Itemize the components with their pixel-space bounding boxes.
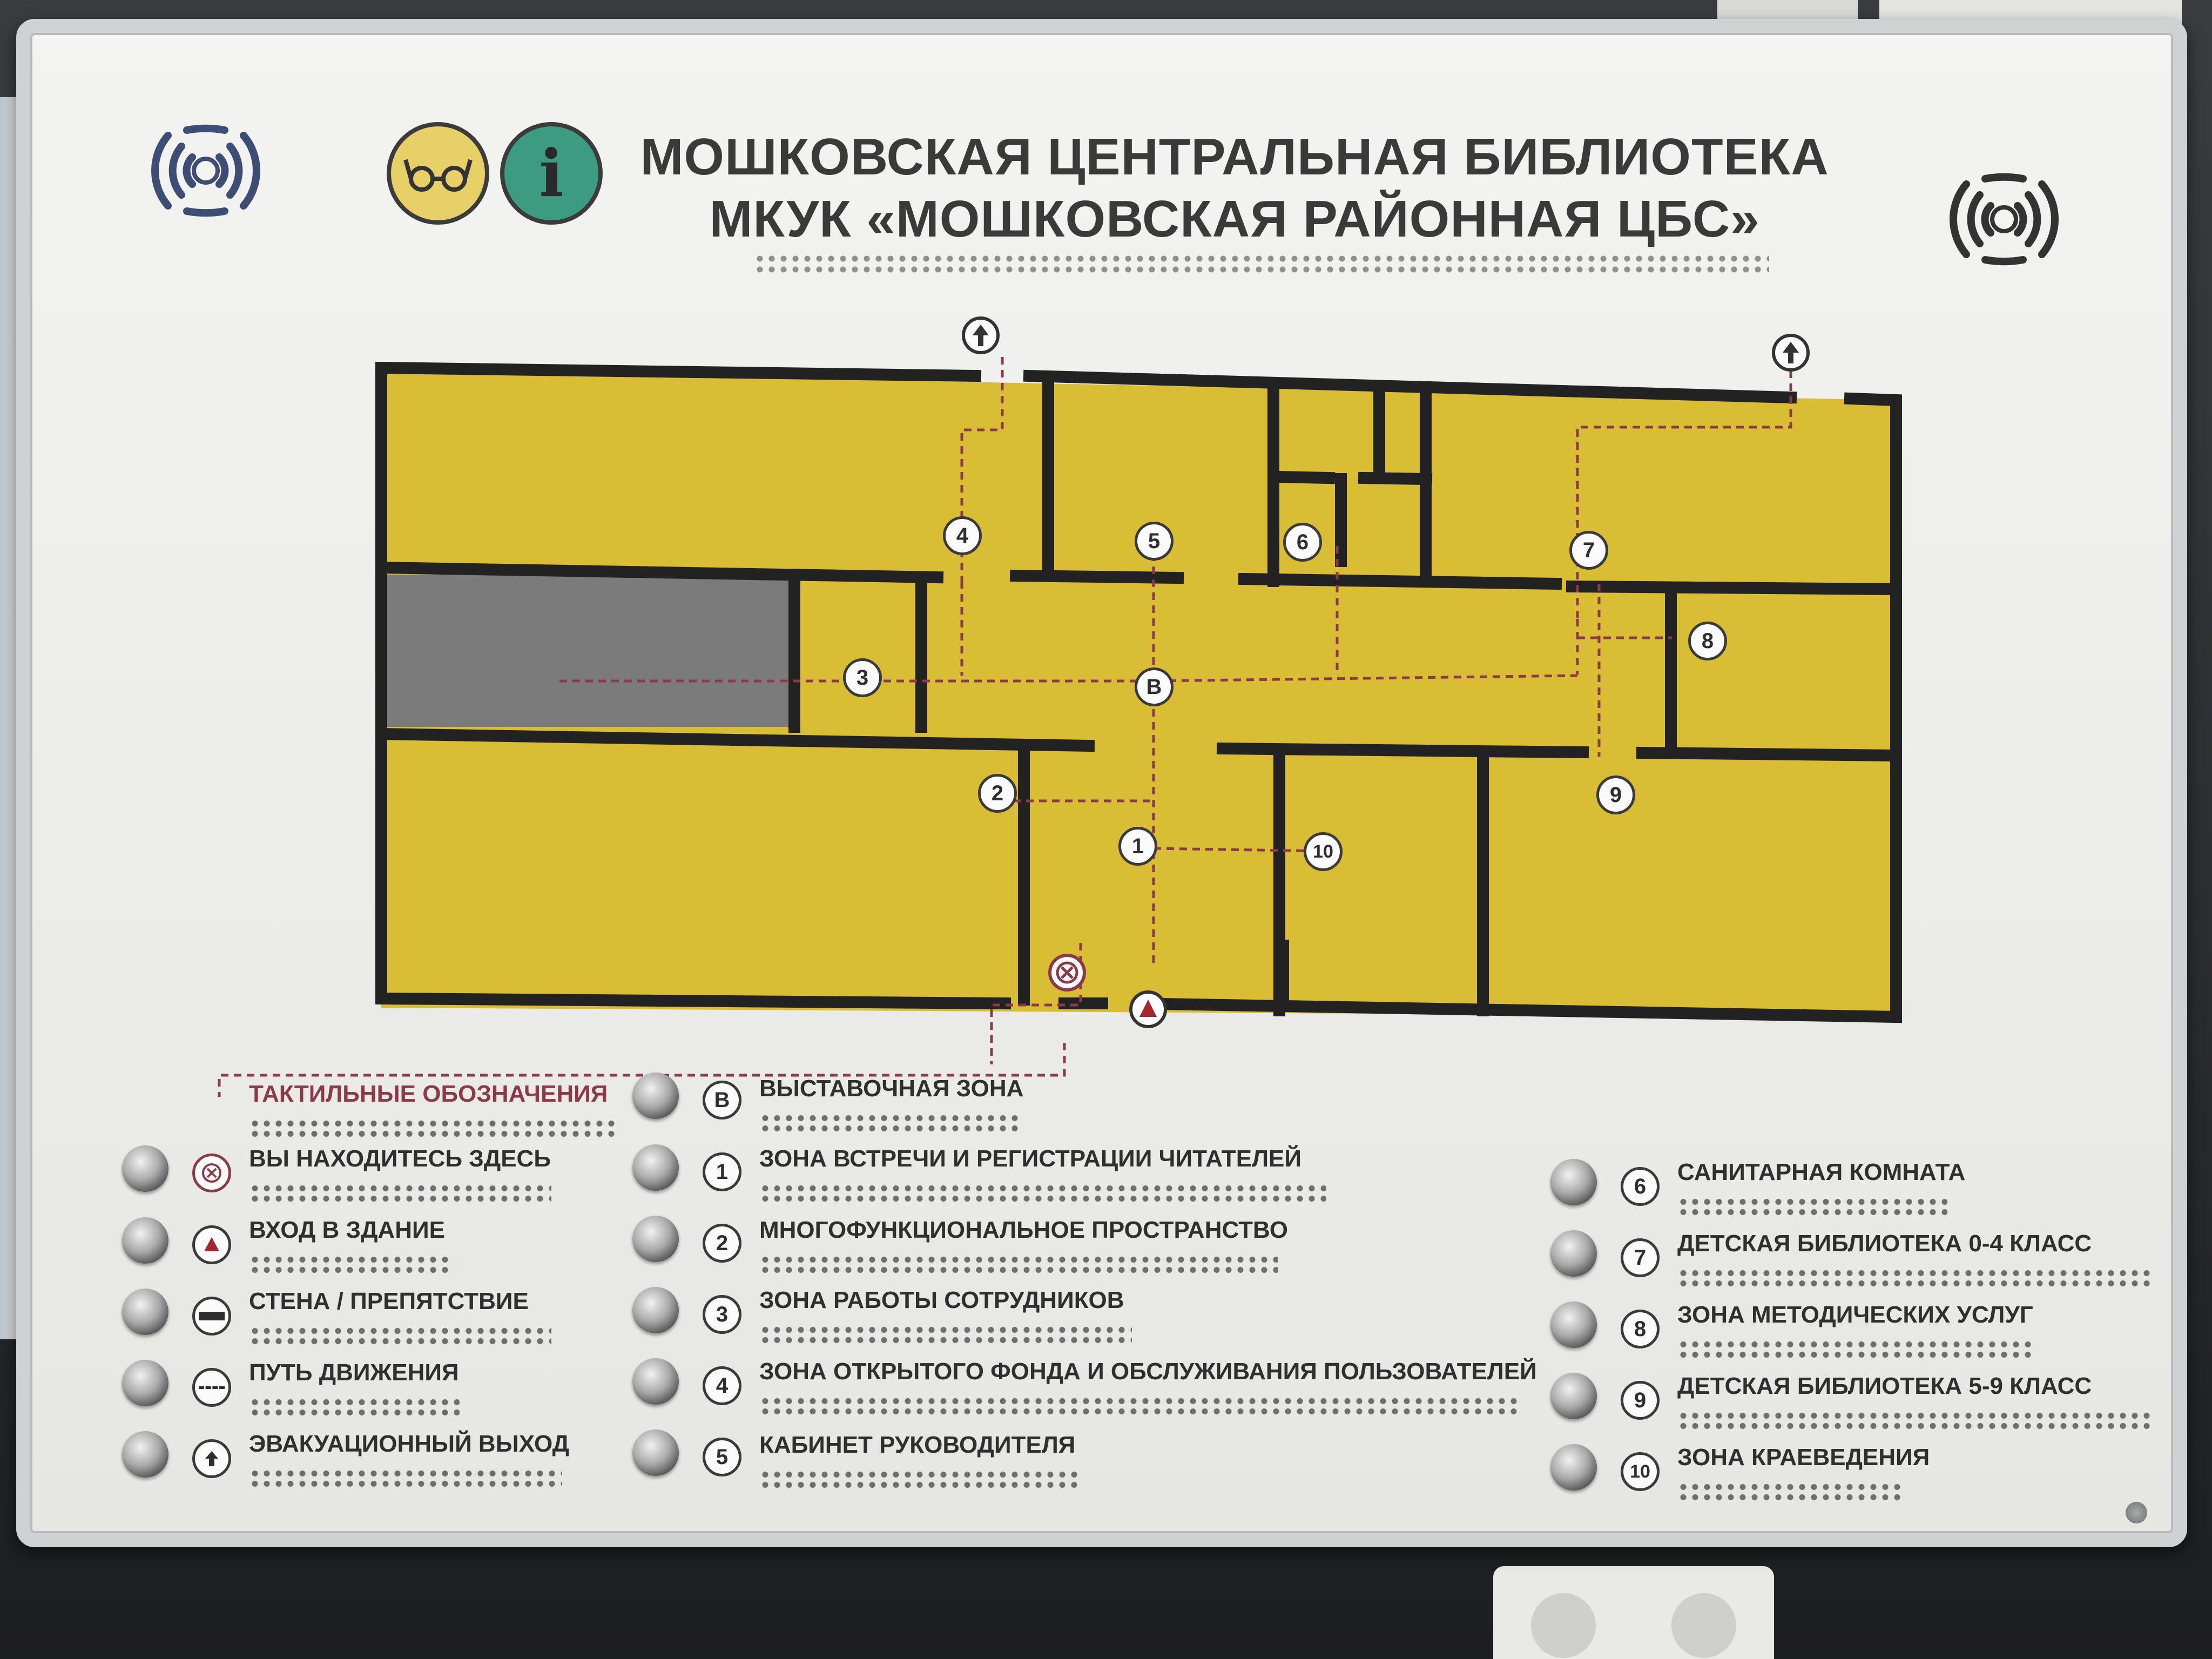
audio-button[interactable] — [632, 1358, 679, 1405]
zone-number: В — [703, 1081, 741, 1120]
legend-label: ЭВАКУАЦИОННЫЙ ВЫХОД — [249, 1431, 569, 1457]
wall-icon — [192, 1297, 231, 1336]
entrance-icon — [1129, 990, 1167, 1028]
you-are-here-icon — [192, 1154, 231, 1192]
braille-text — [1677, 1482, 1904, 1502]
sign-title-line1: МОШКОВСКАЯ ЦЕНТРАЛЬНАЯ БИБЛИОТЕКА — [640, 128, 1829, 186]
braille-text — [759, 1255, 1278, 1275]
audio-button[interactable] — [122, 1217, 168, 1264]
audio-button[interactable] — [122, 1431, 168, 1478]
mounting-bolt — [2126, 1502, 2147, 1523]
audio-button[interactable] — [122, 1360, 168, 1406]
map-marker: 3 — [843, 658, 882, 697]
audio-button[interactable] — [122, 1289, 168, 1335]
you-are-here-icon — [1048, 954, 1086, 992]
info-icon: i — [500, 122, 603, 225]
braille-text — [249, 1468, 562, 1489]
map-marker: 5 — [1135, 522, 1174, 561]
tactile-sign-board: i МОШКОВСКАЯ ЦЕНТРАЛЬНАЯ БИБЛИОТЕКА МКУК… — [16, 19, 2187, 1547]
map-marker: 2 — [978, 774, 1017, 813]
audio-button[interactable] — [1550, 1444, 1597, 1491]
entrance-icon — [192, 1225, 231, 1264]
zone-number: 6 — [1621, 1167, 1660, 1206]
braille-text — [249, 1183, 551, 1204]
zone-number: 10 — [1621, 1452, 1660, 1491]
zone-label: ДЕТСКАЯ БИБЛИОТЕКА 5-9 КЛАСС — [1677, 1373, 2092, 1399]
power-socket — [1493, 1566, 1774, 1659]
map-marker: 10 — [1304, 832, 1343, 871]
map-marker: 8 — [1688, 622, 1727, 660]
audio-button[interactable] — [1550, 1159, 1597, 1205]
zone-label: КАБИНЕТ РУКОВОДИТЕЛЯ — [759, 1432, 1076, 1458]
audio-button[interactable] — [1550, 1373, 1597, 1419]
map-marker: 1 — [1118, 827, 1157, 866]
you-are-here-route — [218, 1043, 1066, 1097]
zone-label: САНИТАРНАЯ КОМНАТА — [1677, 1159, 1966, 1185]
braille-text — [249, 1326, 551, 1346]
speaker-icon — [1950, 173, 2059, 266]
zone-label: ДЕТСКАЯ БИБЛИОТЕКА 0-4 КЛАСС — [1677, 1230, 2092, 1257]
audio-button[interactable] — [1550, 1301, 1597, 1348]
evacuation-exit-icon — [1772, 334, 1810, 372]
braille-text — [759, 1469, 1078, 1490]
zone-number: 8 — [1621, 1310, 1660, 1348]
braille-text — [759, 1325, 1132, 1345]
map-marker: В — [1135, 667, 1174, 706]
map-marker: 9 — [1596, 775, 1635, 814]
audio-button[interactable] — [122, 1145, 168, 1192]
low-vision-glasses-icon — [387, 122, 489, 225]
map-marker: 6 — [1283, 523, 1322, 562]
legend-label: СТЕНА / ПРЕПЯТСТВИЕ — [249, 1288, 529, 1314]
legend-label: ВЫ НАХОДИТЕСЬ ЗДЕСЬ — [249, 1145, 551, 1172]
audio-button[interactable] — [632, 1429, 679, 1476]
evacuation-exit-icon — [192, 1439, 231, 1478]
braille-title — [754, 253, 1769, 275]
evacuation-exit-icon — [962, 316, 1000, 354]
map-marker: 4 — [943, 516, 982, 555]
braille-text — [759, 1113, 1019, 1134]
zone-number: 9 — [1621, 1381, 1660, 1420]
braille-text — [759, 1183, 1326, 1204]
socket-outlet — [1531, 1593, 1596, 1658]
zone-label: ЗОНА ОТКРЫТОГО ФОНДА И ОБСЛУЖИВАНИЯ ПОЛЬ… — [759, 1358, 1537, 1385]
legend-label: ВХОД В ЗДАНИЕ — [249, 1217, 445, 1243]
zone-label: ЗОНА КРАЕВЕДЕНИЯ — [1677, 1444, 1930, 1471]
zone-label: ВЫСТАВОЧНАЯ ЗОНА — [759, 1075, 1024, 1102]
audio-button[interactable] — [632, 1073, 679, 1119]
zone-number: 5 — [703, 1438, 741, 1476]
legend-label: ПУТЬ ДВИЖЕНИЯ — [249, 1359, 459, 1386]
zone-number: 4 — [703, 1366, 741, 1405]
legend-heading: ТАКТИЛЬНЫЕ ОБОЗНАЧЕНИЯ — [249, 1081, 608, 1107]
audio-button[interactable] — [632, 1216, 679, 1262]
map-marker: 7 — [1569, 531, 1608, 570]
braille-text — [1677, 1339, 2034, 1360]
braille-text — [1677, 1411, 2153, 1431]
audio-button[interactable] — [632, 1144, 679, 1191]
zone-label: МНОГОФУНКЦИОНАЛЬНОЕ ПРОСТРАНСТВО — [759, 1217, 1288, 1243]
audio-button[interactable] — [632, 1287, 679, 1333]
braille-text — [759, 1396, 1521, 1417]
braille-text — [249, 1397, 460, 1418]
zone-label: ЗОНА РАБОТЫ СОТРУДНИКОВ — [759, 1287, 1124, 1313]
braille-text — [1677, 1197, 1947, 1217]
route-icon — [192, 1368, 231, 1407]
braille-text — [249, 1255, 454, 1275]
braille-text — [249, 1118, 616, 1139]
zone-number: 1 — [703, 1152, 741, 1191]
audio-button[interactable] — [1550, 1230, 1597, 1277]
zone-number: 7 — [1621, 1238, 1660, 1277]
zone-label: ЗОНА МЕТОДИЧЕСКИХ УСЛУГ — [1677, 1301, 2033, 1328]
zone-label: ЗОНА ВСТРЕЧИ И РЕГИСТРАЦИИ ЧИТАТЕЛЕЙ — [759, 1145, 1301, 1172]
sign-title-line2: МКУК «МОШКОВСКАЯ РАЙОННАЯ ЦБС» — [709, 190, 1760, 248]
speaker-icon — [151, 124, 260, 217]
socket-outlet — [1671, 1593, 1736, 1658]
zone-number: 2 — [703, 1224, 741, 1263]
braille-text — [1677, 1268, 2153, 1289]
zone-number: 3 — [703, 1295, 741, 1334]
